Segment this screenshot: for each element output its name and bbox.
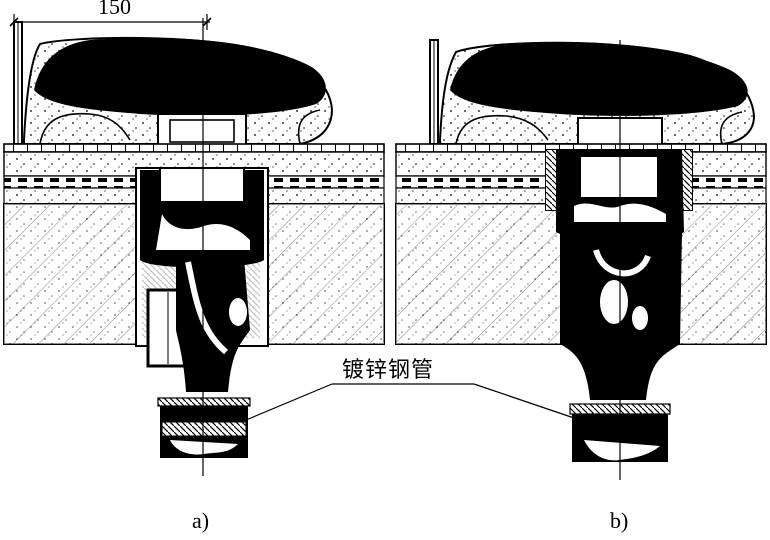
panel-b [395, 39, 767, 480]
galvanized-pipe-label: 镀锌钢管 [342, 358, 435, 383]
panel-a [3, 14, 385, 476]
caption-a: a) [192, 508, 210, 533]
pipe-label-leaders [245, 383, 575, 421]
fixture-seat-b [450, 42, 748, 116]
dimension-label: 150 [98, 0, 131, 19]
fixture-seat-a [34, 37, 326, 116]
dimension-line [9, 14, 212, 30]
caption-b: b) [610, 508, 629, 533]
